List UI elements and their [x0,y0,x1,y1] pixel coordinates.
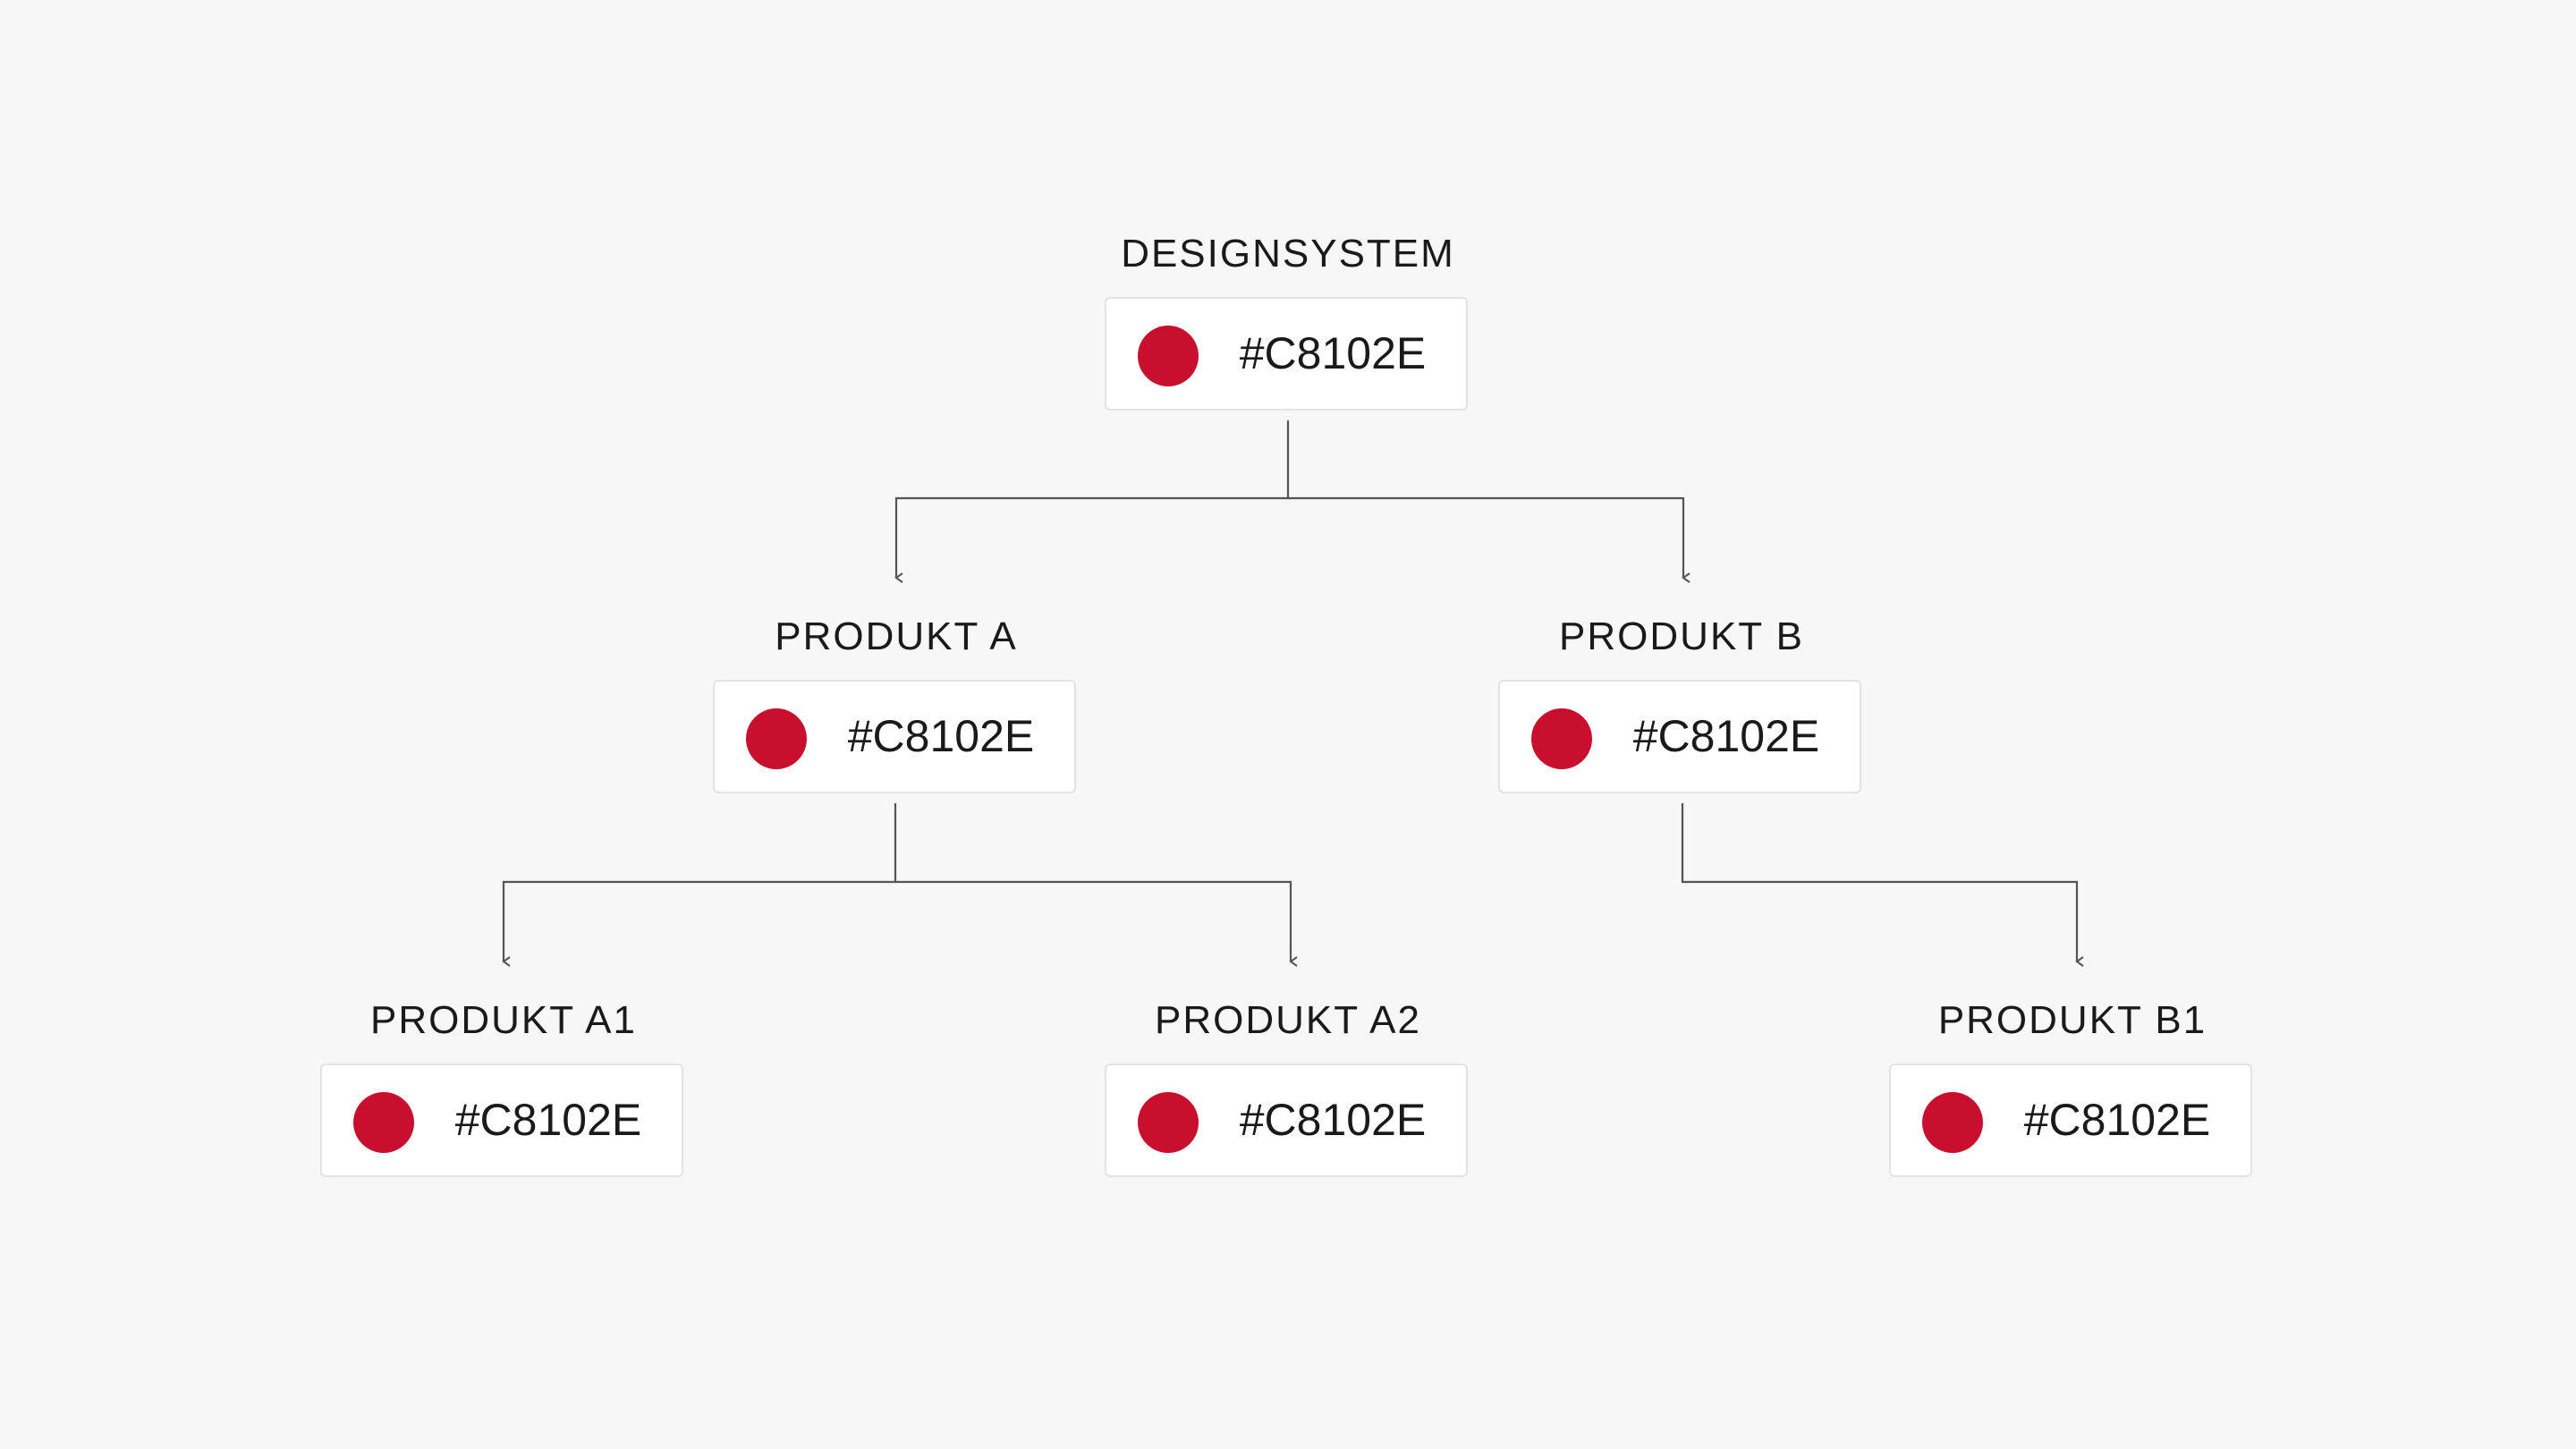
connector-produkt-a-to-produkt-a1 [502,803,897,967]
color-swatch [353,1092,414,1153]
color-card[interactable]: #C8102E [1889,1063,2252,1177]
node-label: PRODUKT A2 [1155,998,1421,1042]
color-swatch [746,708,807,769]
node-label: PRODUKT B1 [1937,998,2207,1042]
node-label: DESIGNSYSTEM [1121,232,1455,275]
connector-designsystem-to-produkt-b [1288,496,1690,583]
color-swatch [1138,1092,1199,1153]
node-label: PRODUKT B [1559,614,1804,658]
color-swatch [1531,708,1592,769]
node-label: PRODUKT A1 [370,998,637,1042]
hex-value: #C8102E [1239,1095,1427,1145]
hex-value: #C8102E [1239,328,1427,378]
color-card[interactable]: #C8102E [1105,1063,1468,1177]
color-card[interactable]: #C8102E [713,680,1076,793]
connector-produkt-a-to-produkt-a2 [895,880,1298,967]
connector-designsystem-to-produkt-a [894,420,1290,583]
hex-value: #C8102E [847,711,1035,761]
color-swatch [1922,1092,1983,1153]
color-card[interactable]: #C8102E [320,1063,683,1177]
hex-value: #C8102E [1632,711,1820,761]
connector-produkt-b-to-produkt-b1 [1681,803,2084,967]
node-label: PRODUKT A [775,614,1018,658]
hex-value: #C8102E [454,1095,642,1145]
color-swatch [1138,326,1199,386]
color-card[interactable]: #C8102E [1498,680,1861,793]
color-card[interactable]: #C8102E [1105,297,1468,411]
hex-value: #C8102E [2023,1095,2211,1145]
